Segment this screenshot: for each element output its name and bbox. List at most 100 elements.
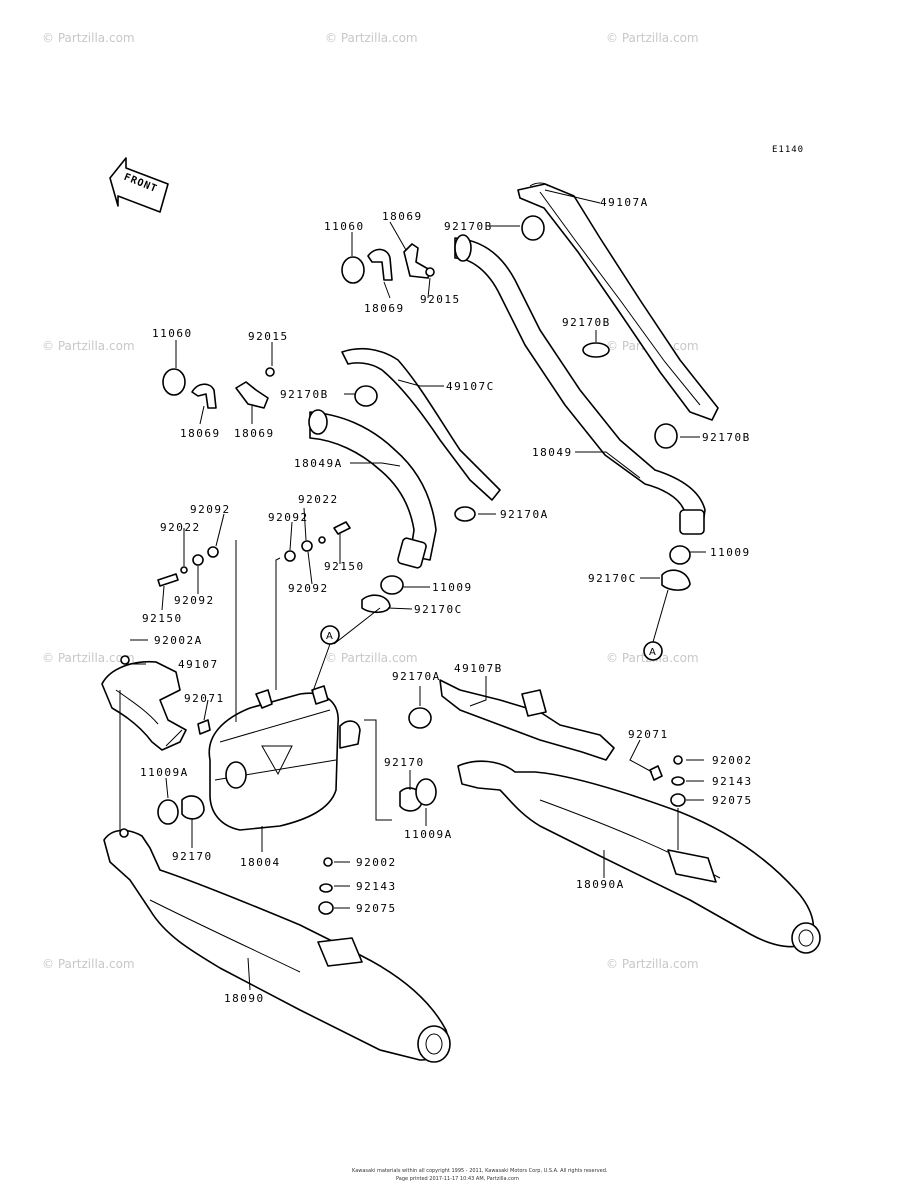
callout-18049[interactable]: 18049 <box>532 446 573 459</box>
callout-18049a[interactable]: 18049A <box>294 457 343 470</box>
front-arrow-icon: FRONT <box>109 157 169 213</box>
washer-92143 <box>319 883 333 893</box>
nut-92015 <box>265 367 275 377</box>
callout-18069[interactable]: 18069 <box>180 427 221 440</box>
callout-92150[interactable]: 92150 <box>324 560 365 573</box>
clamp-92170b <box>354 385 378 407</box>
leader-lines <box>119 189 706 991</box>
watermark: © Partzilla.com <box>325 31 418 45</box>
callout-92170b[interactable]: 92170B <box>444 220 493 233</box>
callout-92170[interactable]: 92170 <box>172 850 213 863</box>
callout-92022[interactable]: 92022 <box>160 521 201 534</box>
callout-92002a[interactable]: 92002A <box>154 634 203 647</box>
callout-92170c[interactable]: 92170C <box>588 572 637 585</box>
callout-18069[interactable]: 18069 <box>364 302 405 315</box>
grommet-92092 <box>192 554 204 566</box>
callout-11060[interactable]: 11060 <box>152 327 193 340</box>
bolt-92002 <box>323 857 333 867</box>
clamp-92170c <box>361 594 391 614</box>
callout-11009[interactable]: 11009 <box>710 546 751 559</box>
holder-18069 <box>403 243 431 279</box>
damper-92075 <box>318 901 334 915</box>
muffler-18090a <box>457 760 821 954</box>
callout-11060[interactable]: 11060 <box>324 220 365 233</box>
muffler-chamber-18004 <box>208 685 361 831</box>
callout-92092[interactable]: 92092 <box>268 511 309 524</box>
sleeve-11009 <box>380 575 404 595</box>
sleeve-11009 <box>669 545 691 565</box>
callout-18069[interactable]: 18069 <box>234 427 275 440</box>
callout-92170b[interactable]: 92170B <box>562 316 611 329</box>
grommet-92092 <box>207 546 219 558</box>
grommet-92092 <box>284 550 296 562</box>
bolt-92150 <box>157 573 179 587</box>
watermark: © Partzilla.com <box>42 31 135 45</box>
callout-92150[interactable]: 92150 <box>142 612 183 625</box>
callout-18004[interactable]: 18004 <box>240 856 281 869</box>
damper-92071 <box>197 719 211 735</box>
reference-marker-label: A <box>326 631 333 642</box>
callout-92170a[interactable]: 92170A <box>392 670 441 683</box>
callout-11009[interactable]: 11009 <box>432 581 473 594</box>
clamp-92170a <box>454 506 476 522</box>
callout-18090a[interactable]: 18090A <box>576 878 625 891</box>
watermark: © Partzilla.com <box>325 651 418 665</box>
reference-marker-a: A <box>643 589 669 661</box>
callout-92075[interactable]: 92075 <box>712 794 753 807</box>
callout-92170[interactable]: 92170 <box>384 756 425 769</box>
callout-49107c[interactable]: 49107C <box>446 380 495 393</box>
heat-shield-49107a <box>517 182 719 421</box>
heat-shield-49107b <box>439 679 615 761</box>
clamp-92170b <box>654 423 678 449</box>
grommet-92092 <box>301 540 313 552</box>
footer: Kawasaki materials within all copyright … <box>352 1168 608 1182</box>
callout-92143[interactable]: 92143 <box>356 880 397 893</box>
diagram-code: E1140 <box>772 145 804 155</box>
callout-92002[interactable]: 92002 <box>712 754 753 767</box>
bolt-92150 <box>333 521 351 535</box>
callout-11009a[interactable]: 11009A <box>140 766 189 779</box>
callout-49107[interactable]: 49107 <box>178 658 219 671</box>
gasket-11060 <box>162 368 186 396</box>
callout-92015[interactable]: 92015 <box>248 330 289 343</box>
nut-92015 <box>425 267 435 277</box>
watermark: © Partzilla.com <box>606 957 699 971</box>
callout-18090[interactable]: 18090 <box>224 992 265 1005</box>
callout-92143[interactable]: 92143 <box>712 775 753 788</box>
callout-49107a[interactable]: 49107A <box>600 196 649 209</box>
gasket-11060 <box>341 256 365 284</box>
callout-92015[interactable]: 92015 <box>420 293 461 306</box>
clamp-92170 <box>181 795 205 820</box>
exhaust-pipe-18049a <box>308 409 437 569</box>
sleeve-11009a <box>157 799 179 825</box>
callout-11009a[interactable]: 11009A <box>404 828 453 841</box>
callout-92071[interactable]: 92071 <box>628 728 669 741</box>
callout-92092[interactable]: 92092 <box>190 503 231 516</box>
callout-92071[interactable]: 92071 <box>184 692 225 705</box>
reference-marker-a: A <box>311 607 381 695</box>
collar-92022 <box>180 566 188 574</box>
muffler-18090 <box>103 828 451 1063</box>
callout-92092[interactable]: 92092 <box>174 594 215 607</box>
callout-92170b[interactable]: 92170B <box>280 388 329 401</box>
callout-92022[interactable]: 92022 <box>298 493 339 506</box>
washer-92143 <box>671 776 685 786</box>
watermark: © Partzilla.com <box>42 957 135 971</box>
callout-92075[interactable]: 92075 <box>356 902 397 915</box>
callout-92170c[interactable]: 92170C <box>414 603 463 616</box>
callout-92002[interactable]: 92002 <box>356 856 397 869</box>
sleeve-11009a <box>415 778 437 806</box>
bolt-92002 <box>673 755 683 765</box>
callout-labels: 49107A 11060 18069 92170B 18069 92015 92… <box>140 196 753 1005</box>
callout-18069[interactable]: 18069 <box>382 210 423 223</box>
callout-92170b[interactable]: 92170B <box>702 431 751 444</box>
callout-49107b[interactable]: 49107B <box>454 662 503 675</box>
watermark: © Partzilla.com <box>42 651 135 665</box>
callout-92170a[interactable]: 92170A <box>500 508 549 521</box>
reference-marker-label: A <box>649 647 656 658</box>
holder-18069 <box>191 383 217 409</box>
bolt-92002a <box>120 655 130 665</box>
callout-92092[interactable]: 92092 <box>288 582 329 595</box>
watermark-group: © Partzilla.com © Partzilla.com © Partzi… <box>42 31 699 971</box>
